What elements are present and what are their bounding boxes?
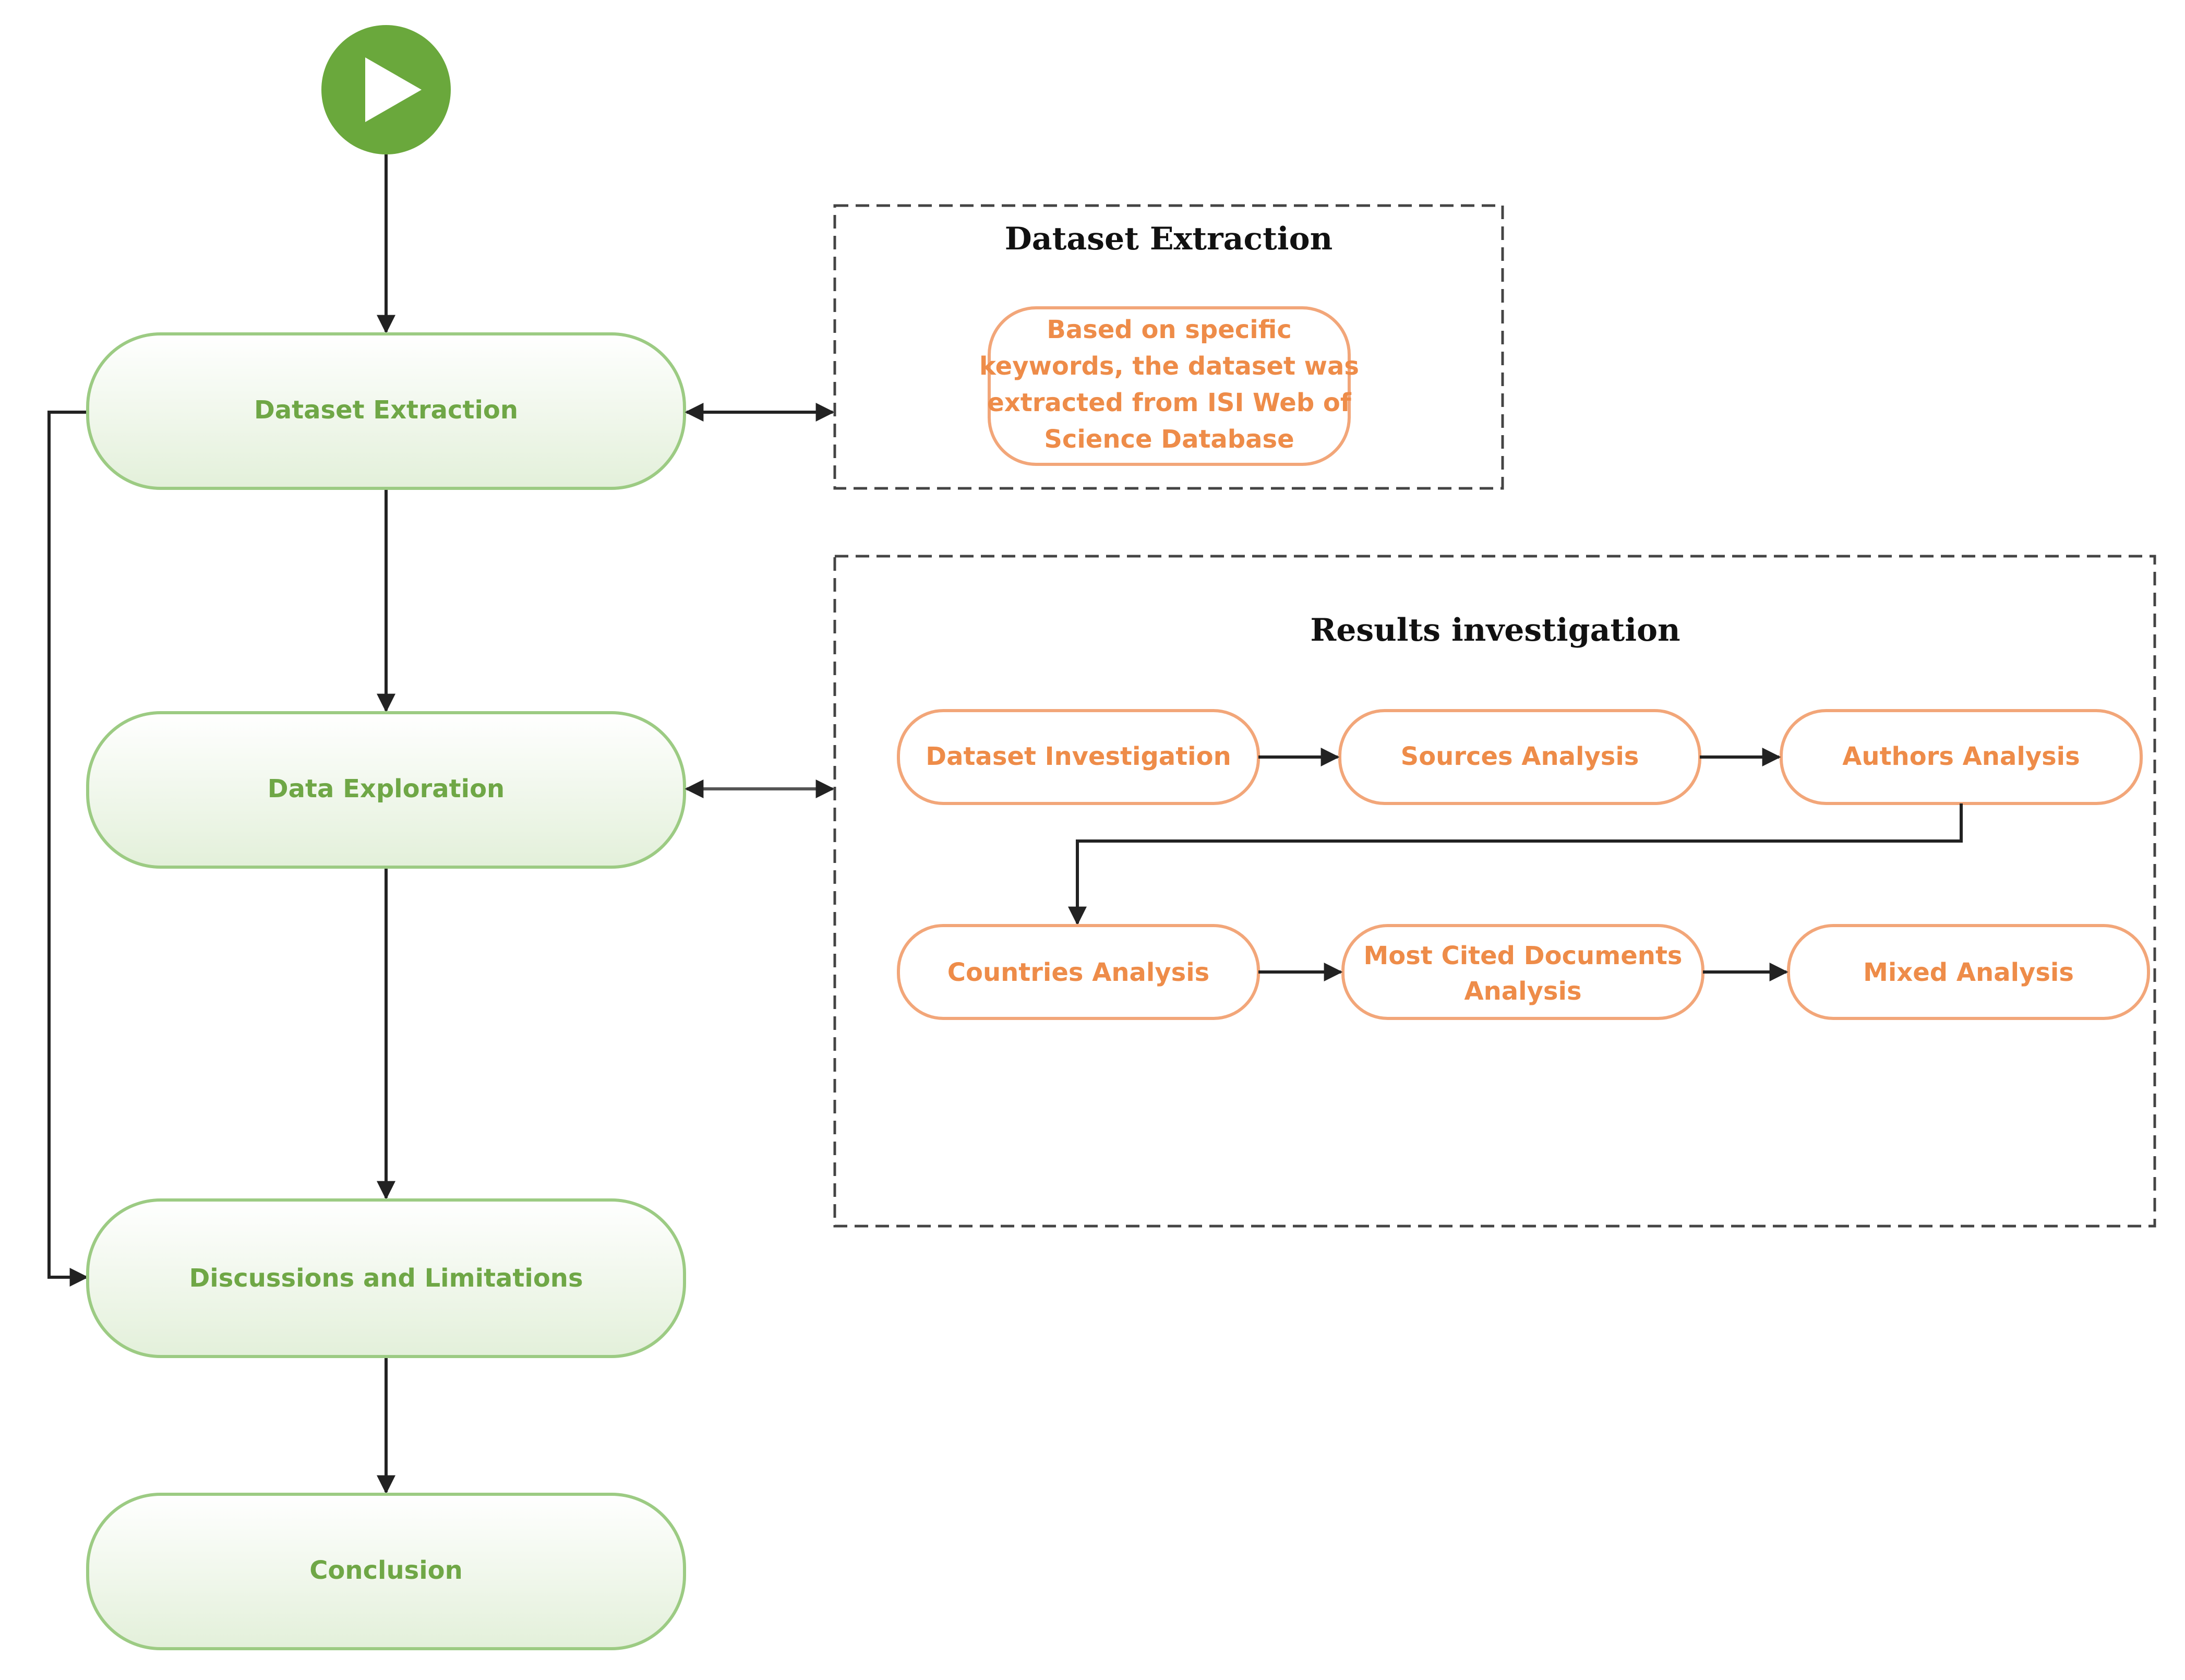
dataset-extraction-panel: Dataset Extraction Based on specific key… <box>833 204 1504 490</box>
discussions-limitations-node: Discussions and Limitations <box>86 1198 686 1358</box>
extraction-note-node: Based on specific keywords, the dataset … <box>979 306 1359 466</box>
countries-analysis-node: Countries Analysis <box>897 924 1260 1020</box>
results-panel-title: Results investigation <box>1310 612 1680 649</box>
conclusion-label: Conclusion <box>309 1556 463 1585</box>
mixed-analysis-label: Mixed Analysis <box>1863 958 2074 987</box>
data-exploration-label: Data Exploration <box>268 774 505 803</box>
extraction-note-line-4: Science Database <box>1044 425 1294 454</box>
authors-to-countries-arrow <box>1068 803 1963 926</box>
play-icon <box>321 25 451 154</box>
most-cited-documents-label-line-2: Analysis <box>1464 977 1581 1006</box>
discussions-limitations-label: Discussions and Limitations <box>189 1264 583 1293</box>
dataset-extraction-label: Dataset Extraction <box>254 395 518 425</box>
dataset-investigation-label: Dataset Investigation <box>926 742 1231 771</box>
extraction-to-discussions-bypass-arrow <box>47 411 89 1287</box>
conclusion-node: Conclusion <box>86 1493 686 1650</box>
results-investigation-panel: Results investigation Dataset Investigat… <box>833 555 2156 1228</box>
data-exploration-node: Data Exploration <box>86 711 686 869</box>
sources-analysis-node: Sources Analysis <box>1338 709 1701 805</box>
extraction-note-line-2: keywords, the dataset was <box>979 352 1359 381</box>
most-cited-documents-node: Most Cited Documents Analysis <box>1341 924 1704 1020</box>
authors-analysis-label: Authors Analysis <box>1842 742 2080 771</box>
countries-analysis-label: Countries Analysis <box>947 958 1210 987</box>
extraction-note-line-1: Based on specific <box>1047 315 1291 344</box>
dataset-investigation-node: Dataset Investigation <box>897 709 1260 805</box>
extraction-panel-title: Dataset Extraction <box>1005 221 1332 257</box>
sources-analysis-label: Sources Analysis <box>1401 742 1639 771</box>
extraction-note-line-3: extracted from ISI Web of <box>987 388 1352 417</box>
most-cited-documents-label-line-1: Most Cited Documents <box>1364 941 1683 970</box>
authors-analysis-node: Authors Analysis <box>1780 709 2143 805</box>
dataset-extraction-node: Dataset Extraction <box>86 332 686 490</box>
mixed-analysis-node: Mixed Analysis <box>1787 924 2150 1020</box>
